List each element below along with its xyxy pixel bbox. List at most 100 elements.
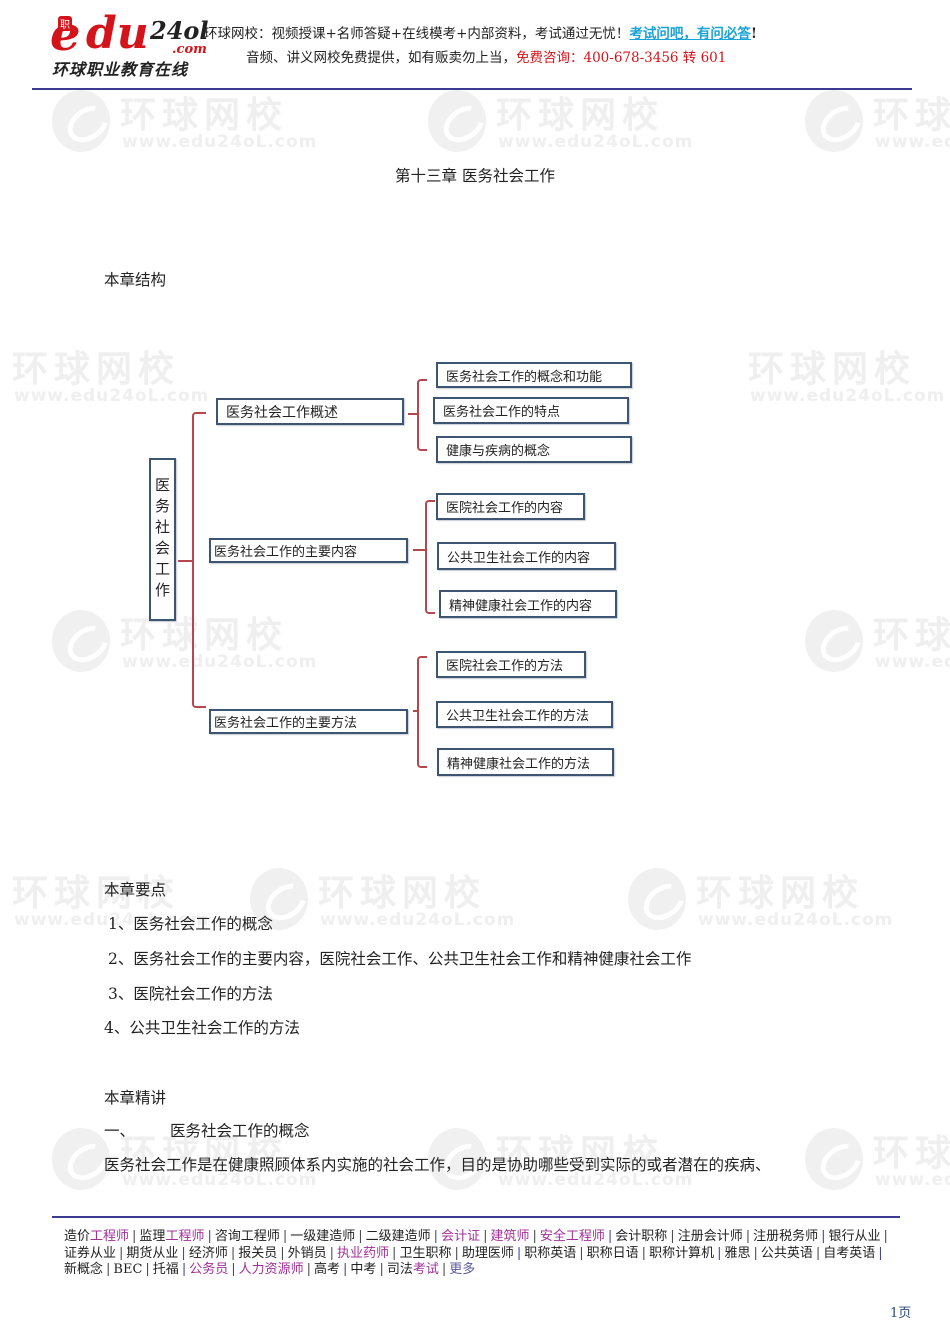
link-separator: | xyxy=(433,1229,439,1244)
group1-bracket xyxy=(417,379,427,451)
logo-badge: 职 xyxy=(58,16,72,31)
footer-link[interactable]: 会计证 xyxy=(441,1229,481,1244)
link-separator: | xyxy=(181,1245,186,1261)
link-separator: | xyxy=(579,1245,584,1261)
key-point: 1、医务社会工作的概念 xyxy=(108,915,273,933)
diagram-root: 医务社会工作 xyxy=(149,458,176,621)
footer-link[interactable]: 职称英语 xyxy=(524,1245,577,1261)
link-separator: | xyxy=(282,1229,288,1244)
group2-bracket xyxy=(425,500,435,614)
footer-link[interactable]: 助理医师 xyxy=(461,1245,514,1261)
section-number: 一、 xyxy=(104,1122,136,1140)
key-points-heading: 本章要点 xyxy=(104,881,167,899)
watermark-logo-icon xyxy=(805,1128,863,1190)
link-separator: | xyxy=(207,1229,212,1244)
footer-link[interactable]: 一级建造师 xyxy=(290,1229,356,1244)
footer-link[interactable]: 建筑师 xyxy=(490,1229,530,1244)
footer-link[interactable]: 银行从业 xyxy=(828,1229,881,1244)
key-point: 4、公共卫生社会工作的方法 xyxy=(104,1019,300,1037)
leaf-mental-health-content: 精神健康社会工作的内容 xyxy=(439,590,617,618)
link-separator: | xyxy=(231,1262,236,1277)
leaf-hospital-content: 医院社会工作的内容 xyxy=(436,493,585,520)
footer-link[interactable]: 注册会计师 xyxy=(677,1229,743,1244)
root-bracket-tick xyxy=(178,560,192,562)
link-separator: | xyxy=(745,1229,751,1244)
footer-link[interactable]: 外销员 xyxy=(287,1245,327,1261)
footer-link[interactable]: 新概念 xyxy=(64,1262,104,1277)
footer-divider xyxy=(52,1216,900,1218)
footer-link[interactable]: 人力资源师 xyxy=(238,1262,304,1277)
footer-link[interactable]: 期货从业 xyxy=(126,1245,179,1261)
branch-content: 医务社会工作的主要内容 xyxy=(209,538,408,563)
link-separator: | xyxy=(106,1262,111,1277)
watermark-logo-icon xyxy=(52,610,110,672)
link-separator: | xyxy=(379,1262,384,1277)
footer-link[interactable]: 二级建造师 xyxy=(365,1229,431,1244)
link-separator: | xyxy=(532,1229,537,1244)
group1-bracket-tick xyxy=(408,413,417,415)
footer-link[interactable]: 注册税务师 xyxy=(753,1229,819,1244)
leaf-health-illness: 健康与疾病的概念 xyxy=(436,436,632,463)
footer-link[interactable]: 咨询工程师 xyxy=(214,1229,280,1244)
footer-link[interactable]: 安全工程师 xyxy=(539,1229,605,1244)
logo-slogan: 环球职业教育在线 xyxy=(52,60,189,79)
header-divider xyxy=(32,88,912,90)
leaf-public-health-content: 公共卫生社会工作的内容 xyxy=(437,542,616,570)
footer-link[interactable]: 经济师 xyxy=(188,1245,228,1261)
footer-link[interactable]: 职称日语 xyxy=(586,1245,639,1261)
footer-link[interactable]: 会计职称 xyxy=(615,1229,668,1244)
link-separator: | xyxy=(607,1229,613,1244)
logo-24ol: 24ol xyxy=(150,16,209,45)
footer-link[interactable]: 造价工程师 xyxy=(64,1229,130,1244)
logo-du: du xyxy=(86,8,149,59)
header-notice: 音频、讲义网校免费提供，如有贩卖勿上当，免费咨询：400-678-3456 转 … xyxy=(246,50,727,66)
footer-link[interactable]: 托福 xyxy=(152,1262,179,1277)
footer-link[interactable]: 监理工程师 xyxy=(139,1229,205,1244)
link-separator: | xyxy=(145,1262,150,1277)
link-separator: | xyxy=(181,1262,187,1277)
watermark-logo-icon xyxy=(805,90,863,152)
branch-methods: 医务社会工作的主要方法 xyxy=(209,709,408,734)
footer-link[interactable]: 公共英语 xyxy=(760,1245,813,1261)
link-separator: | xyxy=(230,1245,236,1261)
link-separator: | xyxy=(454,1245,459,1261)
link-separator: | xyxy=(392,1245,397,1261)
more-link[interactable]: 更多 xyxy=(449,1262,476,1277)
lecture-heading: 本章精讲 xyxy=(104,1089,167,1107)
footer-link[interactable]: 公务员 xyxy=(189,1262,229,1277)
group3-bracket xyxy=(417,656,427,768)
section-title: 医务社会工作的概念 xyxy=(170,1122,310,1140)
link-separator: | xyxy=(358,1229,363,1244)
watermark-logo-icon xyxy=(428,90,486,152)
footer-link[interactable]: BEC xyxy=(113,1262,143,1277)
footer-link[interactable]: 高考 xyxy=(314,1262,341,1277)
footer-link[interactable]: 卫生职称 xyxy=(399,1245,452,1261)
page-number: 1页 xyxy=(890,1306,912,1321)
watermark-logo-icon xyxy=(52,1128,110,1190)
link-separator: | xyxy=(329,1245,335,1261)
hotline: 免费咨询：400-678-3456 转 601 xyxy=(516,50,727,66)
footer-link[interactable]: 自考英语 xyxy=(823,1245,876,1261)
footer-link[interactable]: 雅思 xyxy=(724,1245,751,1261)
footer-link[interactable]: 职称计算机 xyxy=(649,1245,715,1261)
footer-link[interactable]: 司法考试 xyxy=(386,1262,439,1277)
footer-link[interactable]: 中考 xyxy=(350,1262,377,1277)
watermark-logo-icon xyxy=(52,90,110,152)
link-separator: | xyxy=(441,1262,447,1277)
footer-link[interactable]: 证券从业 xyxy=(64,1245,117,1261)
ask-link[interactable]: 考试问吧，有问必答 xyxy=(629,26,751,42)
watermark-logo-icon xyxy=(628,868,686,930)
link-separator: | xyxy=(878,1245,883,1261)
footer-link[interactable]: 报关员 xyxy=(238,1245,278,1261)
footer-link[interactable]: 执业药师 xyxy=(337,1245,390,1261)
key-point: 2、医务社会工作的主要内容，医院社会工作、公共卫生社会工作和精神健康社会工作 xyxy=(108,950,692,968)
site-logo[interactable]: e 职 du 24ol .com 环球职业教育在线 xyxy=(50,8,210,80)
